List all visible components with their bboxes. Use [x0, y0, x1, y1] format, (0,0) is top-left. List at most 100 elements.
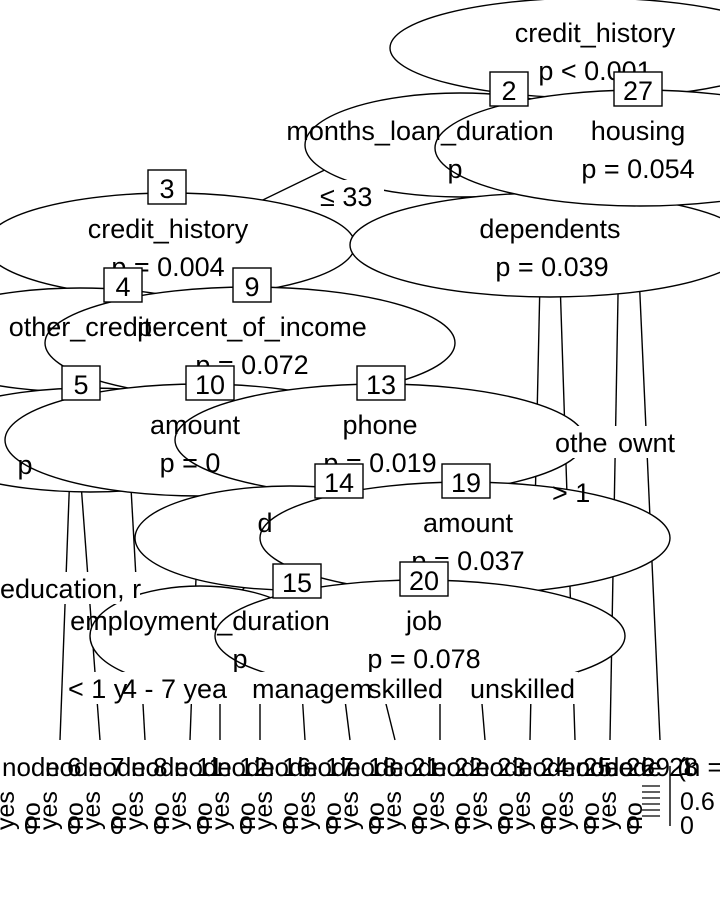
leaf-zero-tick: 0 [497, 812, 511, 840]
node-5-pvalue: p [17, 450, 32, 480]
leaf-label: node 17 [260, 752, 354, 782]
leaf-class-label: yes [250, 791, 278, 830]
node-27-pvalue: p = 0.054 [581, 154, 694, 184]
node-9-id-box [232, 267, 272, 303]
node-27-variable: housing [591, 116, 686, 146]
node-10-pvalue: p = 0 [160, 448, 221, 478]
edge-label-le-33: ≤ 33 [320, 182, 372, 212]
leaf-class-label: no [190, 802, 218, 830]
leaf-class-label: yes [121, 791, 149, 830]
node-id-boxes: 2 27 3 4 9 5 10 13 14 19 15 20 [61, 71, 663, 599]
edge-label-bg [66, 672, 578, 704]
leaf-class-label: yes [465, 791, 493, 830]
edge-label-othe: othe [555, 428, 608, 458]
leaf-class-label: no [104, 802, 132, 830]
leaf-class-label: yes [78, 791, 106, 830]
node-4-id: 4 [115, 272, 130, 302]
node-14-variable: d [257, 508, 272, 538]
leaf-axis-tick-0: 0 [680, 812, 694, 840]
edge [59, 469, 71, 741]
leaf-axis-tick-0-6: 0.6 [680, 788, 715, 816]
node-3-id: 3 [159, 174, 174, 204]
edge-label-4-7: 4 - 7 yea [122, 674, 228, 704]
leaf-class-label: no [405, 802, 433, 830]
leaf-class-label: no [448, 802, 476, 830]
leaf-label: node 7 [45, 752, 125, 782]
edge-label-bg [0, 572, 140, 604]
leaf-label: node 22 [389, 752, 483, 782]
node-13-ellipse [174, 383, 586, 497]
leaf-zero-tick: 0 [454, 812, 468, 840]
leaf-class-label: yes [508, 791, 536, 830]
node-dependents-variable: dependents [479, 214, 620, 244]
leaf-label: node 25 [518, 752, 612, 782]
leaf-zero-tick: 0 [411, 812, 425, 840]
node-2-id-box [489, 71, 529, 107]
node-5-id: 5 [73, 370, 88, 400]
leaf-zero-tick: 0 [24, 812, 38, 840]
edge-labels: ≤ 33 > 1 othe ownt education, r < 1 y 4 … [0, 180, 702, 704]
leaf-class-label: no [276, 802, 304, 830]
node-15-id: 15 [282, 568, 312, 598]
node-2-id: 2 [501, 76, 516, 106]
leaf-zero-tick: 0 [540, 812, 554, 840]
edge-label-bg [552, 426, 702, 458]
node-19-variable: amount [423, 508, 514, 538]
leaf-class-label: no [147, 802, 175, 830]
node-10-variable: amount [150, 410, 241, 440]
node-13-id-box [356, 365, 406, 401]
node-2-variable: months_loan_duration [286, 116, 553, 146]
leaf-label: node 12 [174, 752, 268, 782]
node-14-id: 14 [324, 468, 354, 498]
leaf-class-label: no [534, 802, 562, 830]
node-15-id-box [272, 563, 322, 599]
leaf-class-label: no [577, 802, 605, 830]
node-27-id-box [613, 71, 663, 107]
leaf-zero-tick: 0 [67, 812, 81, 840]
leaf-class-label: no [233, 802, 261, 830]
node-3-id-box [147, 169, 187, 205]
leaf-zero-tick: 0 [626, 812, 640, 840]
leaf-class-label: yes [551, 791, 579, 830]
leaf-label: node 18 [303, 752, 397, 782]
node-1-variable: credit_history [515, 18, 676, 48]
node-20-variable: job [405, 606, 442, 636]
node-dependents-pvalue: p = 0.039 [495, 252, 608, 282]
leaf-zero-tick: 0 [325, 812, 339, 840]
leaf-zero-tick: 0 [239, 812, 253, 840]
leaf-29-stack [642, 785, 660, 817]
node-27-id: 27 [623, 76, 653, 106]
node-4-variable: other_credit [9, 312, 152, 342]
leaf-label: node 28 [604, 752, 698, 782]
node-15-variable: employment_duration [70, 606, 330, 636]
leaf-class-label: yes [422, 791, 450, 830]
node-20-id-box [399, 561, 449, 597]
node-13-id: 13 [366, 370, 396, 400]
edge-label-gt-1: > 1 [552, 478, 590, 508]
node-13-variable: phone [342, 410, 417, 440]
leaf-29-label: node 29 (n = 7) [576, 752, 720, 782]
leaf-zero-tick: 0 [153, 812, 167, 840]
leaf-class-label: yes [35, 791, 63, 830]
node-9-variable: percent_of_income [137, 312, 367, 342]
node-10-id-box [185, 365, 235, 401]
leaf-zero-tick: 0 [196, 812, 210, 840]
node-15-pvalue: p [232, 644, 247, 674]
edge-label-lt-1y: < 1 y [68, 674, 128, 704]
leaf-label: node 21 [346, 752, 440, 782]
node-2-pvalue: p [447, 154, 462, 184]
leaf-class-label: yes [0, 791, 20, 830]
node-9-id: 9 [244, 272, 259, 302]
leaf-label: node 16 [217, 752, 311, 782]
leaf-label: node 26 [561, 752, 655, 782]
leaf-class-label: no [362, 802, 390, 830]
leaf-zero-tick: 0 [368, 812, 382, 840]
leaf-label: node 24 [475, 752, 569, 782]
edge-label-unskilled: unskilled [470, 674, 575, 704]
leaf-axis-tick-1: 1 [680, 753, 694, 781]
leaf-zero-tick: 0 [110, 812, 124, 840]
node-14-id-box [314, 463, 364, 499]
leaf-class-label: no [319, 802, 347, 830]
